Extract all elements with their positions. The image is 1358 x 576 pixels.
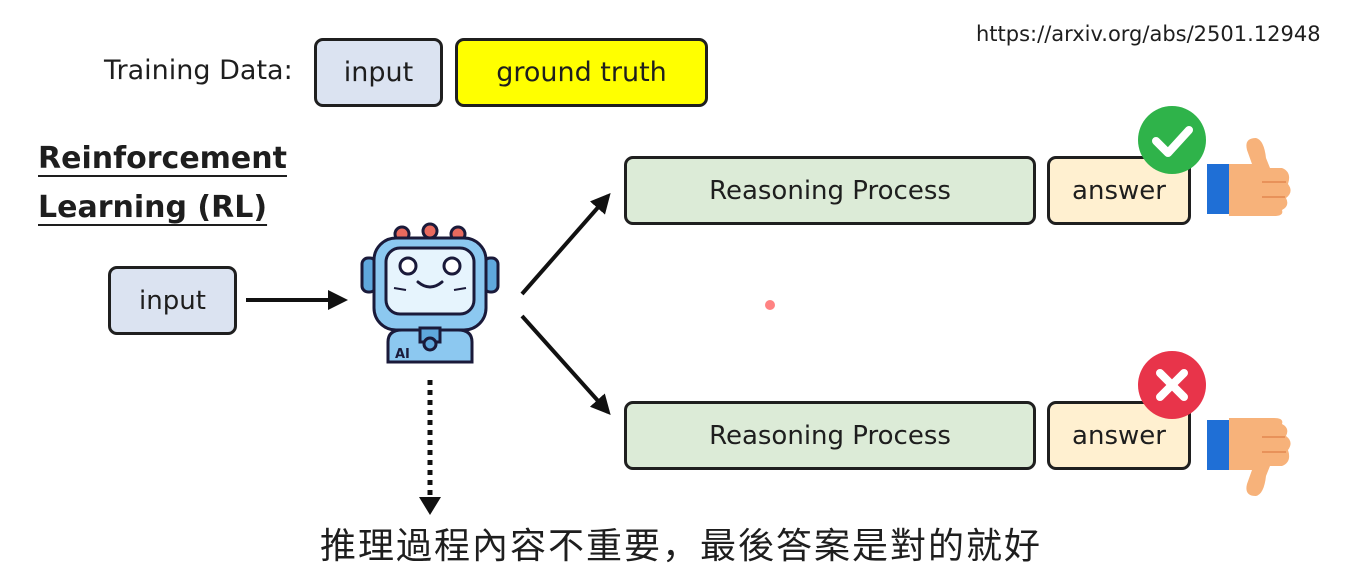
caption-text: 推理過程內容不重要，最後答案是對的就好 bbox=[320, 526, 1043, 567]
rl-title-line2: Learning (RL) bbox=[38, 190, 268, 225]
robot-to-reasoning-top-arrow bbox=[520, 192, 611, 296]
reasoning-process-box-top: Reasoning Process bbox=[624, 156, 1036, 225]
rl-input-box: input bbox=[108, 266, 237, 335]
check-icon bbox=[1138, 106, 1206, 174]
thumbs-down-icon bbox=[1207, 418, 1291, 496]
answer-box-bottom: answer bbox=[1047, 401, 1191, 470]
pointer-dot bbox=[765, 300, 775, 310]
source-url: https://arxiv.org/abs/2501.12948 bbox=[976, 22, 1321, 46]
reasoning-process-box-bottom: Reasoning Process bbox=[624, 401, 1036, 470]
training-input-box: input bbox=[314, 38, 443, 107]
dotted-arrow-head bbox=[419, 497, 441, 515]
ground-truth-box: ground truth bbox=[455, 38, 708, 107]
training-data-label: Training Data: bbox=[104, 55, 293, 86]
robot-ai-icon: AI bbox=[360, 222, 500, 364]
cross-icon bbox=[1138, 351, 1206, 419]
robot-ai-badge: AI bbox=[395, 347, 410, 362]
thumbs-up-icon bbox=[1207, 138, 1291, 216]
robot-to-reasoning-bottom-arrow bbox=[520, 314, 611, 415]
rl-title-line1: Reinforcement bbox=[38, 141, 287, 176]
